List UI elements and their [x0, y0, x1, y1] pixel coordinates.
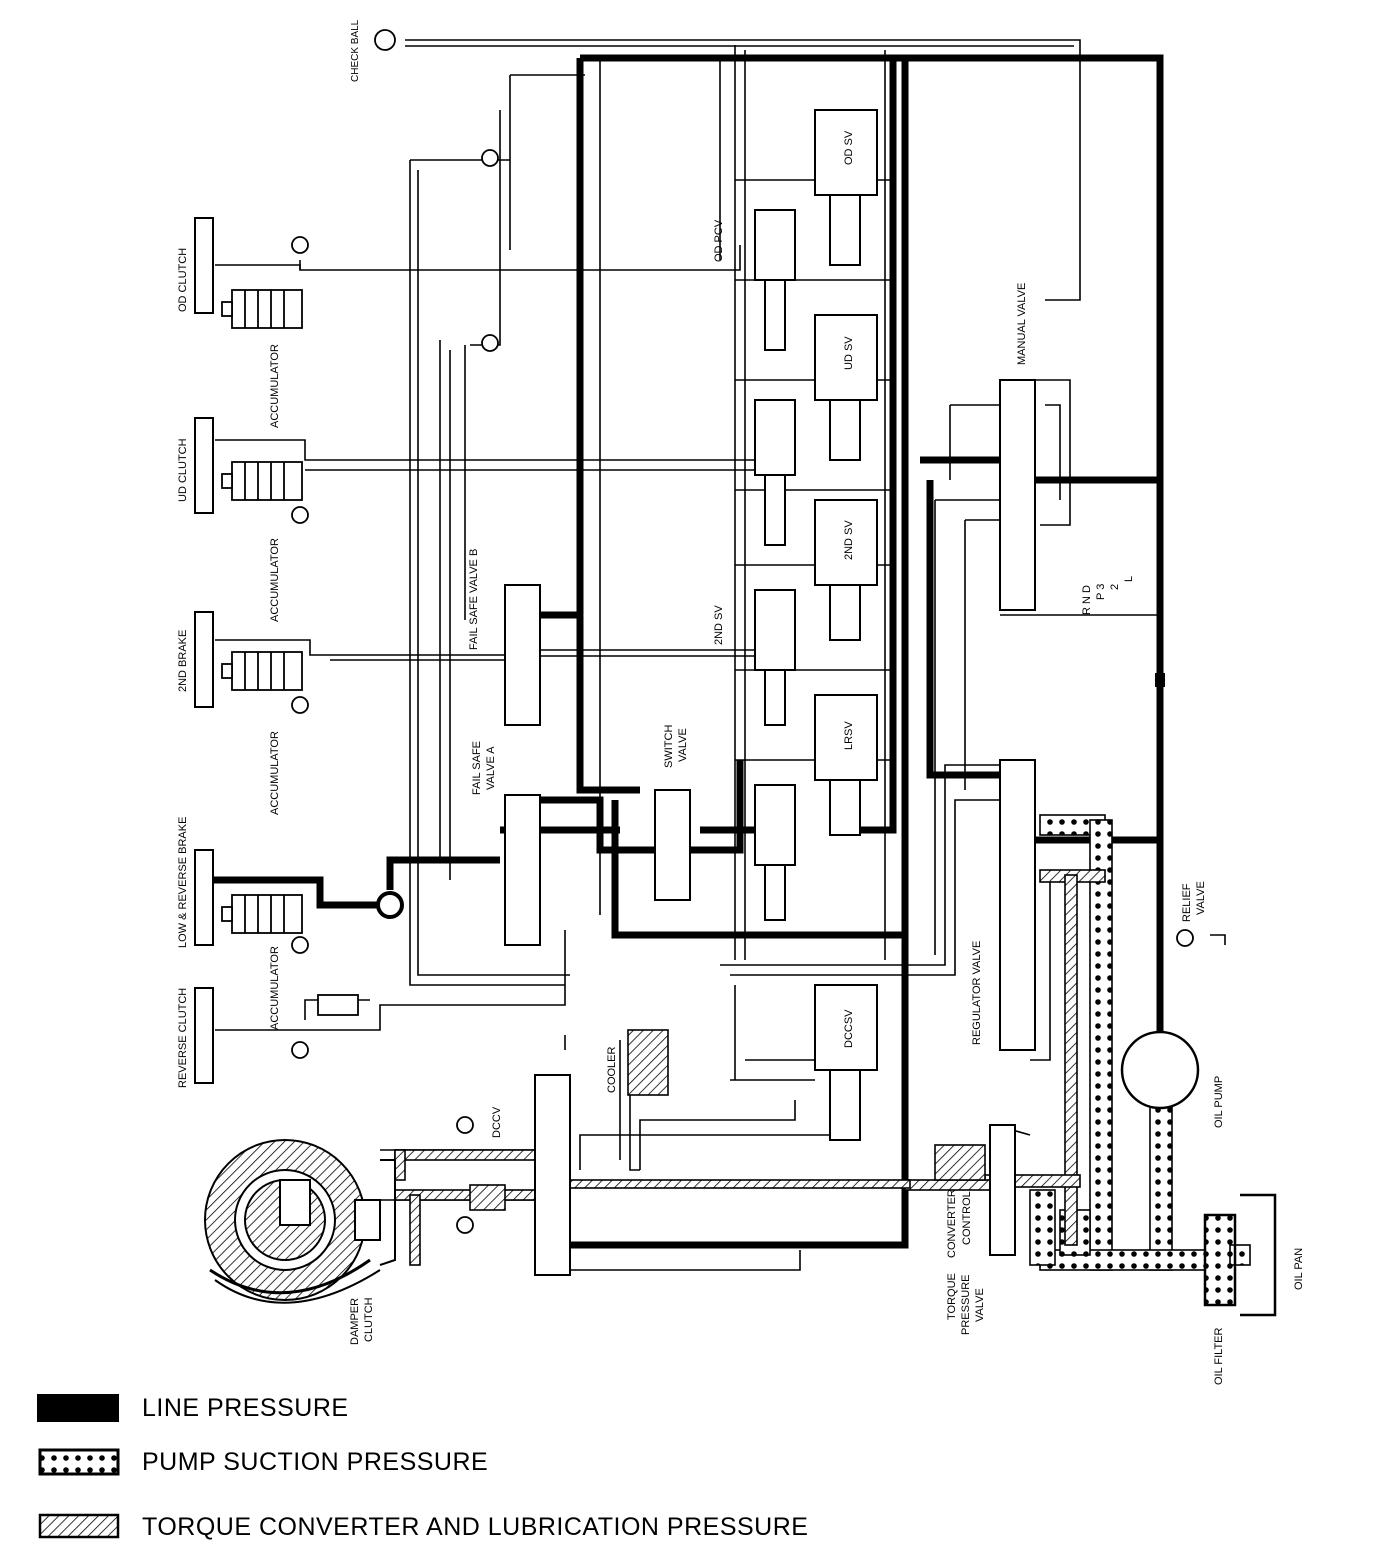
oil-pump-circle [1120, 1030, 1200, 1110]
accumulator-od [221, 289, 303, 329]
line-pressure-lines [210, 54, 1165, 1249]
label-clutch: CLUTCH [363, 1297, 375, 1342]
label-lrsv: LRSV [843, 721, 855, 750]
legend-label-pump-suction: PUMP SUCTION PRESSURE [142, 1448, 488, 1476]
label-gear-rnd: R N D [1081, 585, 1093, 615]
fail-safe-valve-b-body [504, 584, 541, 726]
ud-clutch-pack [194, 417, 214, 514]
label-od-pcv: OD PCV [713, 219, 725, 262]
label-control: CONTROL [961, 1191, 973, 1245]
label-gear-l: L [1123, 576, 1135, 582]
accumulator-reverse [317, 994, 359, 1016]
thin-lines [215, 39, 1226, 1271]
label-low-reverse-brake: LOW & REVERSE BRAKE [177, 817, 189, 948]
label-accumulator-1: ACCUMULATOR [269, 344, 281, 428]
label-oil-filter: OIL FILTER [1213, 1327, 1225, 1385]
label-fail-safe-valve-b: FAIL SAFE VALVE B [468, 549, 480, 650]
fail-safe-valve-a-body [504, 794, 541, 946]
label-2nd-brake: 2ND BRAKE [177, 630, 189, 692]
label-reverse-clutch: REVERSE CLUTCH [177, 988, 189, 1088]
reverse-clutch-pack [194, 987, 214, 1084]
ud-sv-body [814, 314, 878, 401]
low-reverse-brake-pack [194, 849, 214, 946]
label-pressure: PRESSURE [960, 1274, 972, 1335]
label-switch: SWITCH [663, 725, 675, 768]
label-accumulator-4: ACCUMULATOR [269, 946, 281, 1030]
label-ud-sv: UD SV [843, 336, 855, 370]
label-2nd-sv: 2ND SV [843, 520, 855, 560]
torque-pressure-valve-body [989, 1124, 1016, 1256]
torque-converter [204, 1139, 396, 1304]
legend-swatch-line-pressure [37, 1394, 119, 1422]
label-valve-a: VALVE A [485, 746, 497, 790]
label-manual-valve: MANUAL VALVE [1016, 283, 1028, 365]
legend-label-lubrication: TORQUE CONVERTER AND LUBRICATION PRESSUR… [142, 1513, 808, 1541]
accumulator-lr [221, 894, 303, 934]
label-accumulator-2: ACCUMULATOR [269, 538, 281, 622]
regulator-valve-body [999, 759, 1036, 1051]
lrsv-body [814, 694, 878, 781]
pump-suction-lines [1029, 814, 1251, 1306]
switch-valve-body [654, 789, 691, 901]
pump-filter-pan [1120, 1030, 1277, 1317]
accumulator-ud [221, 461, 303, 501]
legend-swatch-pump-suction [38, 1448, 120, 1476]
second-sv-body [814, 499, 878, 586]
solenoid-valves [814, 109, 878, 1141]
label-oil-pan: OIL PAN [1293, 1248, 1305, 1290]
label-relief-valve: VALVE [1195, 881, 1207, 915]
label-dccsv: DCCSV [843, 1009, 855, 1048]
label-ud-clutch: UD CLUTCH [177, 438, 189, 502]
label-fail-safe: FAIL SAFE [471, 741, 483, 795]
label-gear-p3: P 3 [1095, 584, 1107, 600]
legend-label-line-pressure: LINE PRESSURE [142, 1394, 349, 1422]
label-gear-2: 2 [1109, 584, 1121, 590]
legend: LINE PRESSURE PUMP SUCTION PRESSURE TORQ… [37, 1394, 808, 1541]
label-regulator-valve: REGULATOR VALVE [971, 941, 983, 1045]
label-relief: RELIEF [1181, 883, 1193, 922]
label-cooler: COOLER [606, 1046, 618, 1093]
label-check-ball: CHECK BALL [350, 19, 361, 82]
legend-swatch-lubrication [38, 1513, 120, 1539]
label-torque: TORQUE [946, 1273, 958, 1320]
manual-valve-body [999, 379, 1036, 611]
accumulator-2nd [221, 651, 303, 691]
labels: CHECK BALL OD CLUTCH UD CLUTCH 2ND BRAKE… [177, 19, 1305, 1385]
label-2nd-sv-port: 2ND SV [713, 605, 725, 645]
label-converter: CONVERTER [946, 1189, 958, 1258]
oil-pan-outline [1240, 1193, 1277, 1317]
od-clutch-pack [194, 217, 214, 314]
dccv-body [534, 1074, 571, 1276]
label-tp-valve: VALVE [974, 1288, 986, 1322]
label-switch-valve: VALVE [677, 728, 689, 762]
check-balls [291, 29, 1194, 1234]
label-accumulator-3: ACCUMULATOR [269, 731, 281, 815]
oil-filter-body [1203, 1213, 1237, 1307]
spool-valves [504, 209, 1036, 1276]
label-damper: DAMPER [349, 1298, 361, 1345]
od-sv-body [814, 109, 878, 196]
lubrication-lines [394, 869, 1106, 1266]
label-od-sv: OD SV [843, 130, 855, 165]
dccsv-body [814, 984, 878, 1071]
accumulators [221, 289, 359, 1016]
label-dccv: DCCV [491, 1106, 503, 1138]
label-od-clutch: OD CLUTCH [177, 248, 189, 312]
clutch-packs [194, 217, 214, 1084]
second-brake-pack [194, 611, 214, 708]
label-oil-pump: OIL PUMP [1213, 1076, 1225, 1128]
